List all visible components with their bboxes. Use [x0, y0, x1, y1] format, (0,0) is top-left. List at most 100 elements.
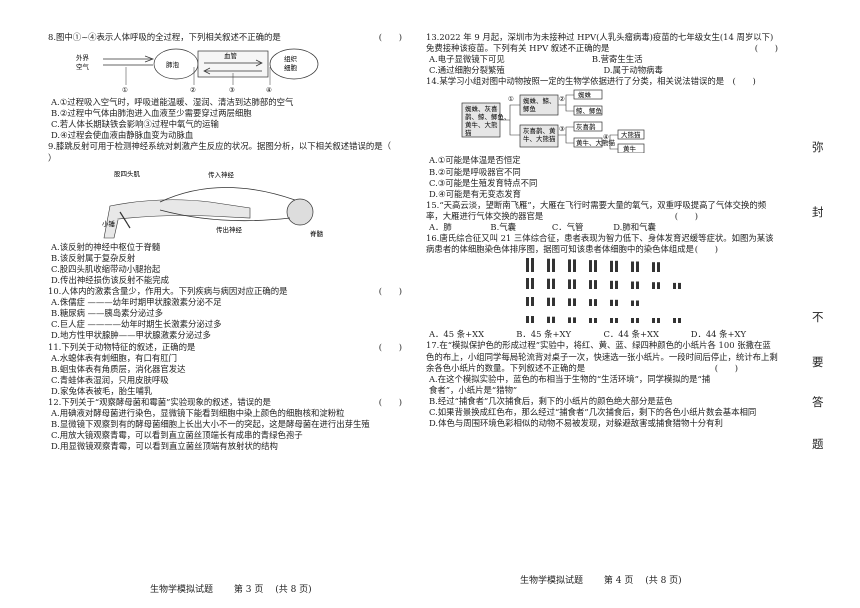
option-b[interactable]: B．45 条+XY: [516, 329, 571, 340]
question-10: ( ) 10.人体内的激素含量少，作用大。下列疾病与病因对应正确的是 A.侏儒症…: [48, 286, 402, 341]
answer-paren[interactable]: ( ): [714, 362, 738, 373]
chromosome: [657, 282, 660, 290]
box-all-text-3: 黄牛、大熊: [465, 120, 498, 129]
chromosome: [673, 283, 676, 290]
option-c[interactable]: C.通过细胞分裂繁殖: [429, 65, 505, 76]
chromosome: [636, 261, 639, 273]
option-b[interactable]: B.营寄生生活: [591, 54, 643, 65]
chromosome: [547, 298, 550, 307]
options-row: C.通过细胞分裂繁殖 D.属于动物病毒: [426, 65, 778, 76]
option-a[interactable]: A.电子显微镜下可见: [429, 54, 505, 65]
label-spine: 脊髓: [310, 229, 324, 238]
footer-title: 生物学模拟试题: [150, 585, 214, 595]
option-b[interactable]: B.蛔虫体表有角质层，消化器官发达: [51, 363, 186, 374]
question-stem-end: ）: [48, 152, 57, 163]
option-a[interactable]: A．肺: [429, 222, 452, 233]
box-f-text: 灰喜鹊: [576, 122, 596, 131]
option-d[interactable]: D.传出神经损伤该反射不能完成: [51, 274, 169, 285]
label-afferent: 传入神经: [208, 170, 235, 179]
box-all-text-4: 猫: [465, 128, 472, 137]
answer-paren[interactable]: ( ): [378, 396, 402, 407]
answer-paren[interactable]: ( ): [378, 341, 402, 352]
chromosome: [652, 282, 655, 290]
option-b[interactable]: B.②过程中气体由肺泡进入血液至少需要穿过两层细胞: [51, 108, 252, 119]
option-d[interactable]: D.地方性甲状腺肿——甲状腺激素分泌过多: [51, 330, 211, 341]
branch-lines: [500, 105, 520, 136]
mark-4: ④: [603, 133, 609, 141]
chromosome: [631, 261, 634, 273]
box-b-text-2: 牛、大熊猫: [523, 134, 556, 143]
option-d[interactable]: D.属于动物病毒: [603, 65, 663, 76]
chromosome: [552, 298, 555, 307]
option-c[interactable]: C.如果背景换成红色布，那么经过“捕食者”几次捕食后，剩下的各色小纸片数会基本相…: [429, 406, 757, 417]
option-c[interactable]: C.若人体长期缺铁会影响③过程中氧气的运输: [51, 119, 219, 130]
option-a[interactable]: A.①可能是体温是否恒定: [429, 155, 521, 166]
option-d[interactable]: D.④可能是有无变态发育: [429, 188, 521, 199]
box-a-text-2: 鲫鱼: [523, 104, 537, 113]
chromosome: [615, 281, 618, 290]
chromosome: [552, 279, 555, 290]
option-d[interactable]: D.④过程会使血液由静脉血变为动脉血: [51, 130, 194, 141]
chromosome: [610, 300, 613, 307]
box-bg-text: 黄牛、大熊猫: [576, 138, 616, 147]
answer-paren[interactable]: ( ): [754, 43, 778, 54]
chromosome: [636, 281, 639, 290]
option-c[interactable]: C.巨人症 ————幼年时期生长激素分泌过多: [51, 319, 222, 330]
option-d[interactable]: D.体色与周围环境色彩相似的动物不易被发现，对躲避敌害或捕食猎物十分有利: [429, 418, 723, 429]
option-c[interactable]: C．44 条+XX: [603, 329, 659, 340]
chromosome: [594, 280, 597, 290]
option-a[interactable]: A.该反射的神经中枢位于脊髓: [51, 241, 161, 252]
chromosome: [552, 317, 555, 324]
option-b[interactable]: B.该反射属于复杂反射: [51, 252, 136, 263]
option-b[interactable]: B.②可能是呼吸器官不同: [429, 166, 521, 177]
option-d[interactable]: D.家兔体表被毛，胎生哺乳: [51, 385, 153, 396]
box-g: [617, 144, 645, 154]
chromosome: [573, 279, 576, 290]
question-stem: 13.2022 年 9 月起，深圳市为未接种过 HPV(人乳头瘤病毒)疫苗的七年…: [426, 32, 774, 54]
option-a[interactable]: A.侏儒症 ———幼年时期甲状腺激素分泌不足: [51, 297, 222, 308]
option-c[interactable]: C.股四头肌收缩带动小腿抬起: [51, 263, 161, 274]
option-c[interactable]: C.③可能是生殖发育特点不同: [429, 177, 538, 188]
option-c[interactable]: C.青蛙体表湿润，只用皮肤呼吸: [51, 374, 169, 385]
option-b[interactable]: B.气囊: [490, 222, 516, 233]
box-c-text: 蜘蛛: [578, 90, 592, 99]
chromosome: [615, 261, 618, 273]
box-d: [573, 106, 603, 116]
answer-paren[interactable]: ( ): [378, 286, 402, 297]
chromosome: [526, 316, 529, 324]
answer-paren[interactable]: ( ): [732, 76, 756, 87]
question-stem: 10.人体内的激素含量少，作用大。下列疾病与病因对应正确的是: [48, 286, 288, 297]
option-b[interactable]: B.经过“捕食者”几次捕食后，剩下的小纸片的颜色绝大部分是蓝色: [429, 395, 673, 406]
answer-paren[interactable]: ( ): [694, 244, 718, 255]
chromosome: [573, 259, 576, 273]
option-b[interactable]: B.显微镜下观察到有的酵母菌细胞上长出大小不一的突起，这是酵母菌在进行出芽生殖: [51, 419, 370, 430]
option-a[interactable]: A.用碘液对酵母菌进行染色，显微镜下能看到细胞中染上颜色的细胞核和淀粉粒: [51, 408, 345, 419]
option-d[interactable]: D.用显微镜观察青霉，可以看到直立菌丝顶端有放射状的结构: [51, 441, 278, 452]
option-b[interactable]: B.糖尿病 ——胰岛素分泌过多: [51, 308, 163, 319]
chromosome: [615, 300, 618, 307]
option-a[interactable]: A.在这个模拟实验中，蓝色的布相当于生物的“生活环境”，同学模拟的是“捕食者”，…: [429, 373, 711, 395]
answer-paren[interactable]: ( ): [674, 211, 698, 222]
arrow: [203, 67, 211, 75]
mark-1: ①: [508, 95, 514, 103]
option-c[interactable]: C．气管: [551, 222, 584, 233]
footer-page: 第 3 页: [233, 585, 264, 595]
option-a[interactable]: A.水螅体表有刺细胞，有口有肛门: [51, 352, 177, 363]
option-d[interactable]: D.肺和气囊: [613, 222, 656, 233]
box-bg: [573, 138, 603, 148]
option-a[interactable]: A．45 条+XX: [429, 329, 485, 340]
option-c[interactable]: C.用放大镜观察青霉，可以看到直立菌丝顶端长有成串的青绿色孢子: [51, 430, 303, 441]
footer-title: 生物学模拟试题: [520, 576, 584, 586]
option-d[interactable]: D．44 条+XY: [690, 329, 747, 340]
chromosome: [610, 318, 613, 324]
knee-reflex-diagram: 股四头肌 传入神经 小锤 传出神经 脊髓: [102, 169, 324, 238]
leg-thigh: [109, 199, 251, 220]
option-a[interactable]: A.①过程吸入空气时，呼吸道能温暖、湿润、清洁到达肺部的空气: [51, 97, 294, 108]
question-stem: 17.在“模拟保护色的形成过程”实验中，将红、黄、蓝、绿四种颜色的小纸片各 10…: [426, 340, 778, 373]
label-outer-air: 外界: [76, 53, 90, 62]
answer-paren[interactable]: ( ): [378, 32, 402, 42]
question-stem: 9.膝跳反射可用于检测神经系统对刺激产生反应的状况。据图分析，以下相关叙述错误的…: [48, 141, 391, 152]
chromosome: [594, 299, 597, 307]
box-b: [519, 125, 559, 148]
chromosome: [636, 318, 639, 324]
